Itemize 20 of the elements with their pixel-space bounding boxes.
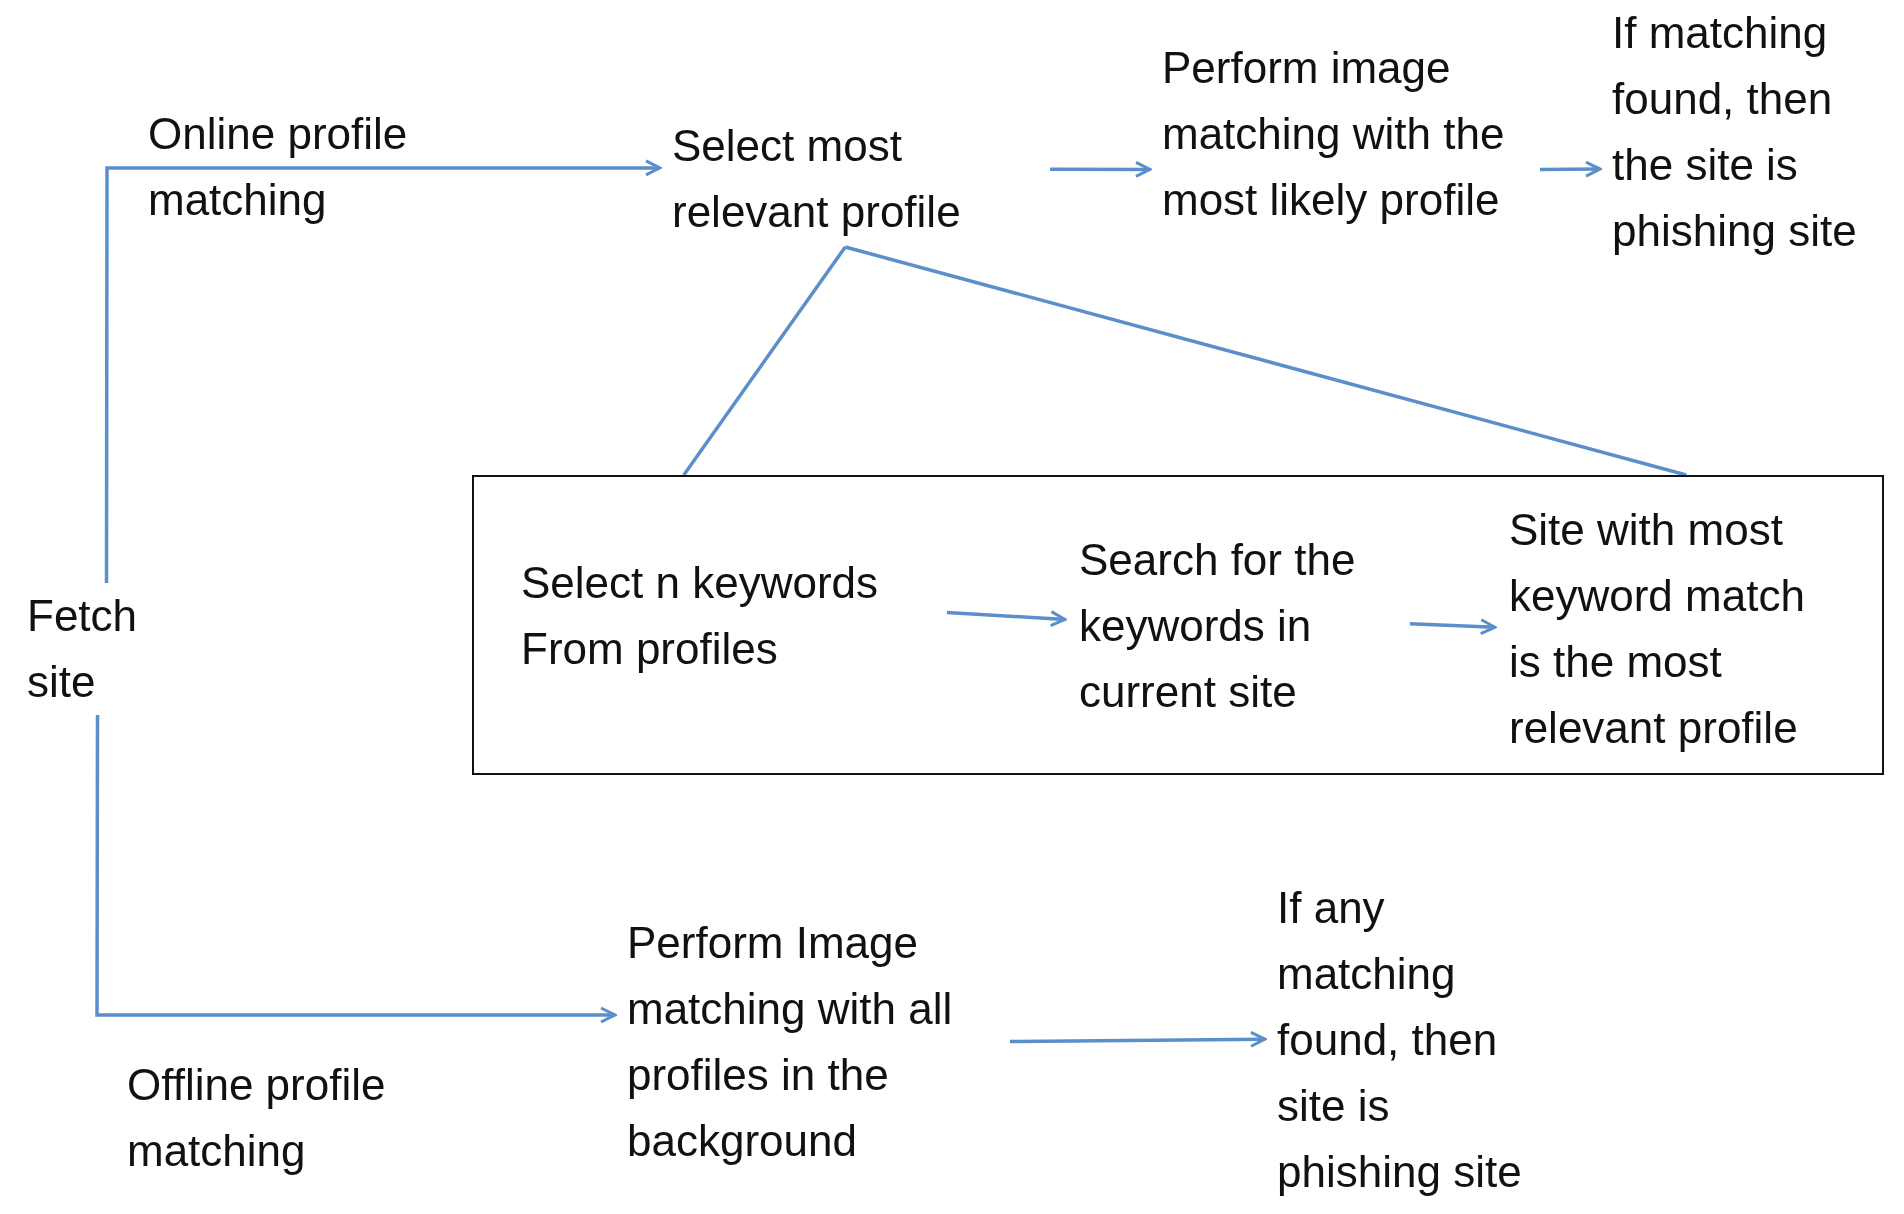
arrow — [1050, 160, 1152, 178]
arrow — [1409, 618, 1497, 636]
edge-label: Offline profile matching — [127, 1059, 387, 1177]
edge-label: Online profile matching — [148, 108, 409, 226]
step-text: Select n keywords From profiles — [521, 557, 880, 675]
arrow — [104, 159, 662, 583]
arrow — [1010, 1030, 1267, 1048]
step-text: Site with most keyword match is the most relevant profile — [1509, 504, 1806, 754]
step-text: If any matching found, then site is phishing site — [1277, 882, 1523, 1198]
step-text: Search for the keywords in current site — [1079, 534, 1357, 718]
group-box — [472, 475, 1884, 775]
step-text: Perform Image matching with all profiles in the background — [627, 917, 954, 1167]
step-text: Perform image matching with the most likely profile — [1162, 42, 1506, 226]
arrow — [95, 715, 617, 1024]
arrow — [946, 610, 1067, 628]
arrow — [1540, 160, 1602, 178]
step-text: Select most relevant profile — [672, 120, 962, 238]
step-text: Fetch site — [27, 590, 139, 708]
connector-line — [682, 245, 1689, 477]
step-text: If matching found, then the site is phishing site — [1612, 7, 1858, 257]
